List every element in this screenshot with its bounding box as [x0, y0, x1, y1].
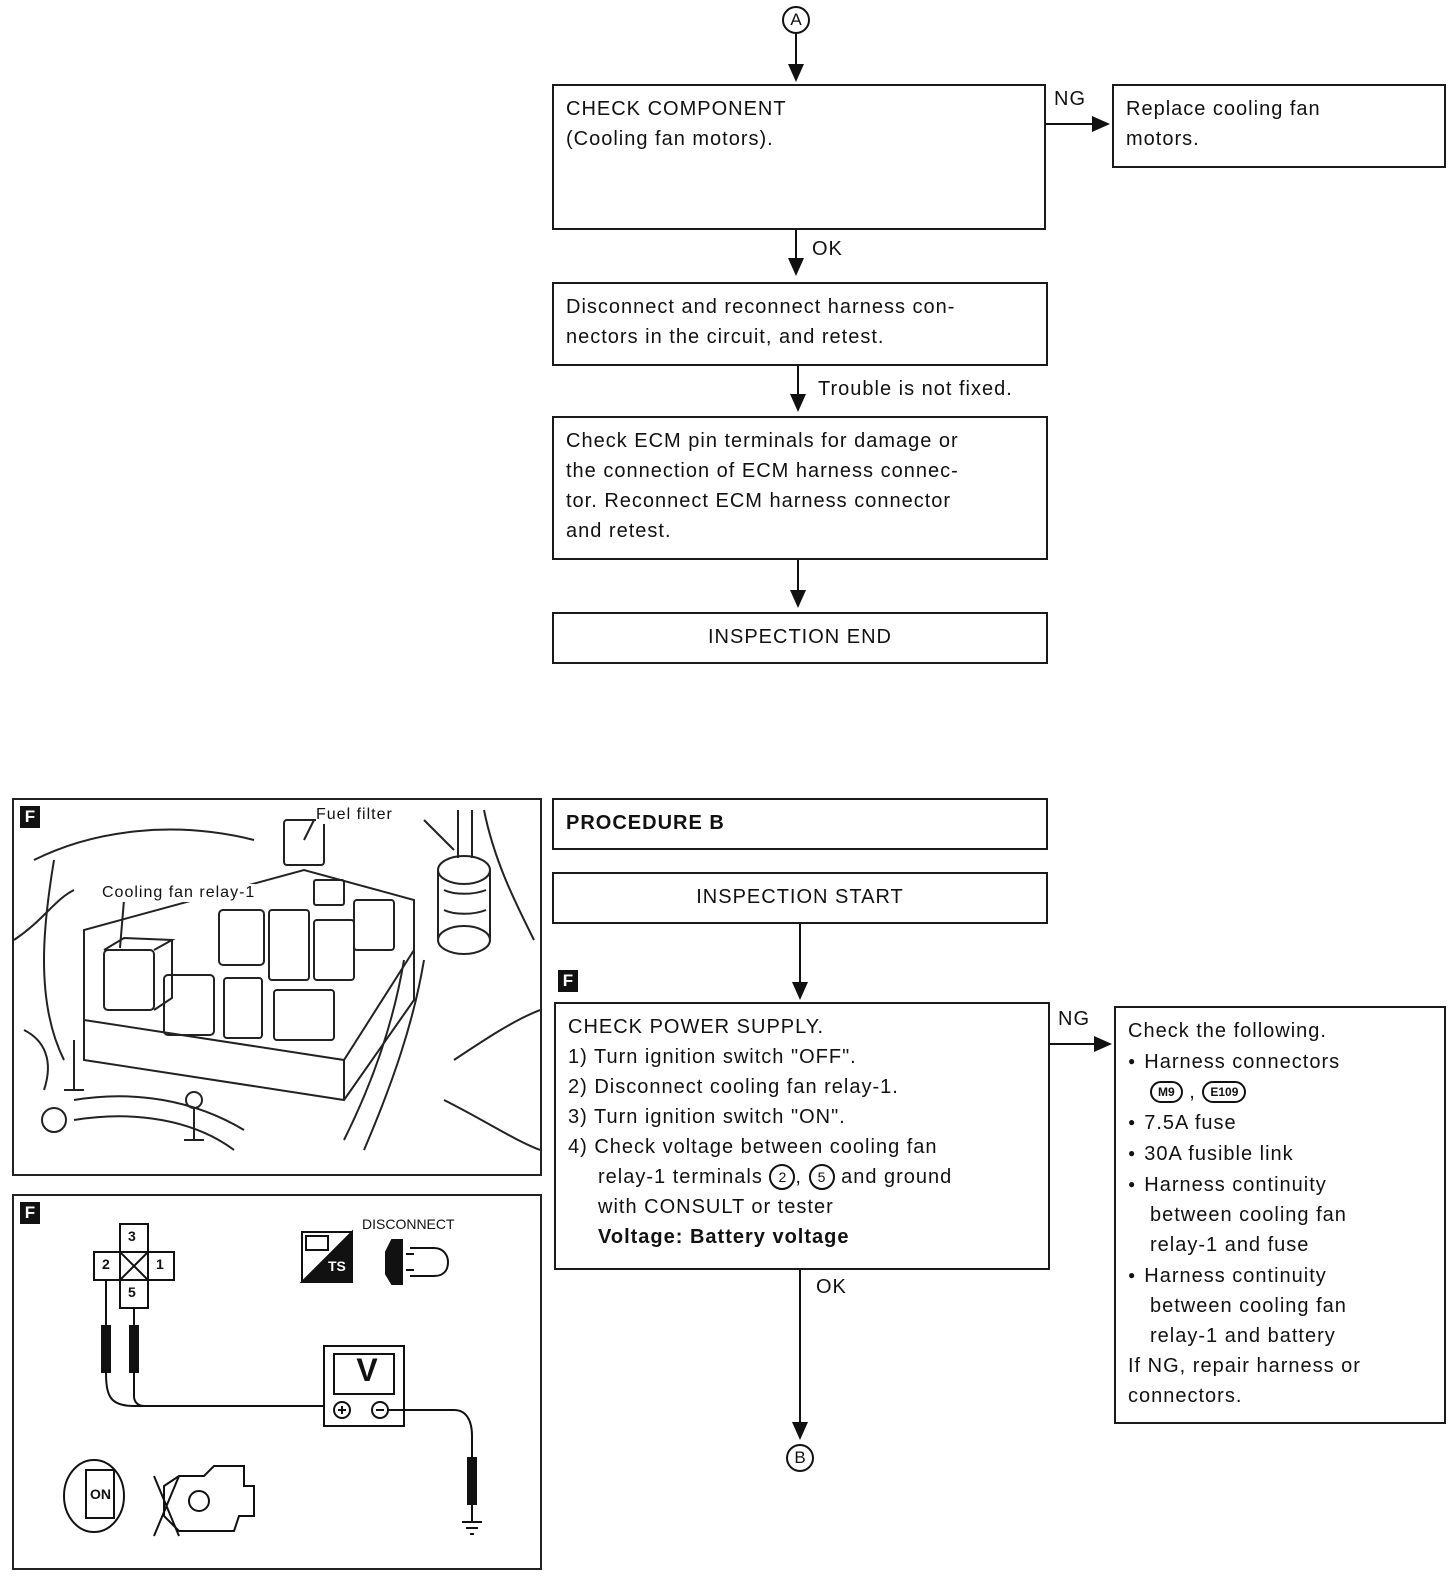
- step-4c: with CONSULT or tester: [598, 1196, 834, 1218]
- ok-label-bottom: OK: [816, 1276, 847, 1298]
- if-ng-line1: If NG, repair harness or: [1128, 1355, 1361, 1377]
- item-fuse: 7.5A fuse: [1128, 1107, 1432, 1138]
- check-following-title: Check the following.: [1128, 1020, 1327, 1042]
- disconnect-line1: Disconnect and reconnect harness con-: [566, 296, 956, 318]
- ng-label-bottom: NG: [1058, 1008, 1090, 1030]
- ecm-line1: Check ECM pin terminals for damage or: [566, 430, 959, 452]
- check-component-sub: (Cooling fan motors).: [566, 128, 774, 150]
- item-continuity-battery-c: relay-1 and battery: [1150, 1325, 1336, 1347]
- step-4b-pre: relay-1 terminals: [598, 1166, 763, 1188]
- top-flow-lines: [788, 34, 1110, 608]
- if-ng-line2: connectors.: [1128, 1385, 1243, 1407]
- connector-e109-badge: E109: [1202, 1081, 1247, 1103]
- step-2: 2) Disconnect cooling fan relay-1.: [568, 1076, 899, 1098]
- terminal-2-label: 2: [102, 1256, 110, 1272]
- terminal-3-label: 3: [128, 1228, 136, 1244]
- connector-b: B: [786, 1444, 814, 1472]
- inspection-end-label: INSPECTION END: [707, 626, 893, 648]
- ts-label: TS: [328, 1258, 346, 1274]
- item-continuity-battery-b: between cooling fan: [1150, 1295, 1347, 1317]
- terminal-5-marker: 5: [808, 1164, 835, 1190]
- disconnect-label: DISCONNECT: [362, 1216, 455, 1232]
- replace-line2: motors.: [1126, 128, 1200, 150]
- inspection-start-box: INSPECTION START: [552, 872, 1048, 924]
- step-4b-post: and ground: [841, 1166, 953, 1188]
- ecm-line3: tor. Reconnect ECM harness connector: [566, 490, 952, 512]
- step-4b: relay-1 terminals 2, 5 and ground: [598, 1164, 953, 1190]
- relay-location-illustration: F Fuel filter Cooling fan relay-1: [12, 798, 542, 1176]
- check-following-box: Check the following. Harness connectors …: [1114, 1006, 1446, 1424]
- bottom-flow-lines: [792, 924, 1112, 1440]
- f-badge-wiring: F: [20, 1202, 40, 1224]
- check-ecm-box: Check ECM pin terminals for damage or th…: [552, 416, 1048, 560]
- item-continuity-fuse-a: Harness continuity: [1128, 1169, 1432, 1200]
- voltage-check-drawing: [63, 1223, 482, 1537]
- engine-bay-drawing: [14, 809, 540, 1151]
- terminal-1-label: 1: [156, 1256, 164, 1272]
- item-continuity-fuse-c: relay-1 and fuse: [1150, 1234, 1310, 1256]
- on-label: ON: [90, 1486, 111, 1502]
- procedure-b-title: PROCEDURE B: [566, 812, 725, 834]
- fuel-filter-label: Fuel filter: [316, 806, 393, 824]
- replace-line1: Replace cooling fan: [1126, 98, 1321, 120]
- power-title: CHECK POWER SUPPLY.: [568, 1016, 825, 1038]
- step-1: 1) Turn ignition switch "OFF".: [568, 1046, 857, 1068]
- ecm-line2: the connection of ECM harness connec-: [566, 460, 959, 482]
- inspection-start-label: INSPECTION START: [696, 886, 904, 908]
- trouble-not-fixed-label: Trouble is not fixed.: [818, 378, 1013, 400]
- step-4a: 4) Check voltage between cooling fan: [568, 1136, 938, 1158]
- procedure-b-box: PROCEDURE B: [552, 798, 1048, 850]
- inspection-end-box: INSPECTION END: [552, 612, 1048, 664]
- replace-motors-box: Replace cooling fan motors.: [1112, 84, 1446, 168]
- voltmeter-label: V: [356, 1352, 378, 1388]
- connector-m9-badge: M9: [1150, 1081, 1183, 1103]
- terminal-5-label: 5: [128, 1284, 136, 1300]
- terminal-2-marker: 2: [769, 1164, 796, 1190]
- check-component-title: CHECK COMPONENT: [566, 98, 787, 120]
- relay-label: Cooling fan relay-1: [102, 884, 256, 902]
- disconnect-line2: nectors in the circuit, and retest.: [566, 326, 885, 348]
- f-badge-illustration: F: [20, 806, 40, 828]
- connector-ids: M9 , E109: [1128, 1077, 1432, 1107]
- voltage-spec: Voltage: Battery voltage: [598, 1226, 850, 1248]
- item-continuity-fuse-b: between cooling fan: [1150, 1204, 1347, 1226]
- ecm-line4: and retest.: [566, 520, 672, 542]
- check-power-box: CHECK POWER SUPPLY. 1) Turn ignition swi…: [554, 1002, 1050, 1270]
- item-fusible-link: 30A fusible link: [1128, 1138, 1432, 1169]
- f-badge-flow: F: [558, 970, 578, 992]
- disconnect-box: Disconnect and reconnect harness con- ne…: [552, 282, 1048, 366]
- check-component-box: CHECK COMPONENT (Cooling fan motors).: [552, 84, 1046, 230]
- item-harness-connectors: Harness connectors: [1128, 1046, 1432, 1077]
- item-continuity-battery-a: Harness continuity: [1128, 1260, 1432, 1291]
- ng-label-top: NG: [1054, 88, 1086, 110]
- wiring-diagram-panel: F 3 2 1 5 V TS DISCONNECT ON: [12, 1194, 542, 1570]
- connector-a: A: [782, 6, 810, 34]
- ok-label-top: OK: [812, 238, 843, 260]
- step-3: 3) Turn ignition switch "ON".: [568, 1106, 846, 1128]
